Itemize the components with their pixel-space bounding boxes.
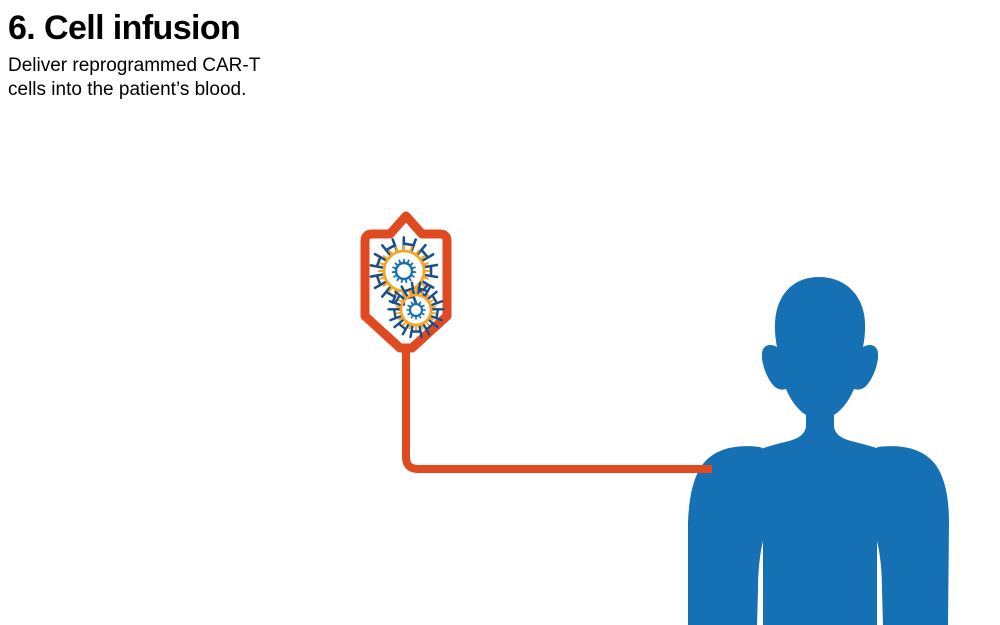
car-t-cell-large-nucleus-teeth: [391, 258, 417, 284]
step-description: Deliver reprogrammed CAR-T cells into th…: [8, 54, 338, 102]
car-t-cell-small: [387, 281, 445, 339]
car-t-cell-small-receptors: [387, 281, 445, 339]
patient-head-torso: [720, 277, 920, 625]
text-block: 6. Cell infusion Deliver reprogrammed CA…: [8, 8, 428, 102]
patient-silhouette-group: [688, 277, 949, 625]
car-t-cell-small-nucleus-teeth: [406, 300, 426, 320]
step-description-line-2: cells into the patient’s blood.: [8, 79, 247, 100]
iv-tube-line: [402, 344, 712, 473]
page-title: 6. Cell infusion: [8, 9, 241, 47]
step-description-line-1: Deliver reprogrammed CAR-T: [8, 55, 261, 76]
iv-infusion-bag: [360, 211, 452, 353]
car-t-cell-large: [369, 236, 439, 306]
car-t-cell-small-spikes: [395, 289, 437, 331]
